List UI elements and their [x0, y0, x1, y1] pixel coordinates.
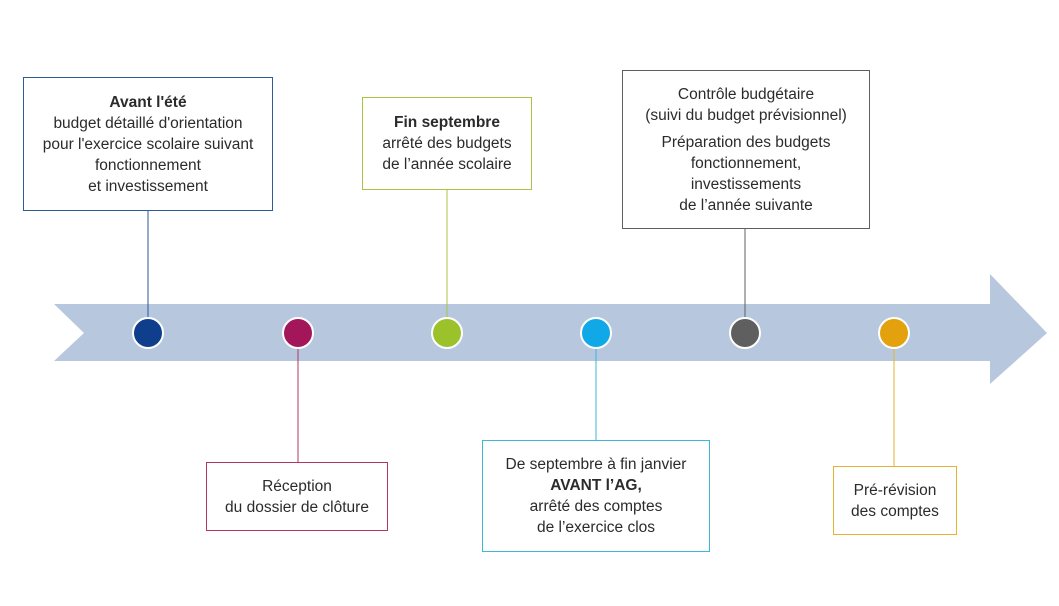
event-box-septembre-janvier: De septembre à fin janvier AVANT l’AG, a…: [482, 440, 710, 552]
event-line: arrêté des comptes: [529, 498, 663, 515]
event-line: fonctionnement,: [690, 154, 802, 172]
event-line: et investissement: [88, 177, 208, 195]
event-box-controle: Contrôle budgétaire (suivi du budget pré…: [622, 70, 870, 229]
event-title: AVANT l’AG,: [550, 477, 642, 494]
event-line: arrêté des budgets: [382, 135, 512, 152]
event-line: budget détaillé d'orientation: [53, 114, 243, 132]
event-line: pour l'exercice scolaire suivant: [42, 135, 254, 153]
event-line: du dossier de clôture: [225, 498, 369, 516]
event-line: fonctionnement: [95, 156, 201, 174]
event-box-avant-ete: Avant l'été budget détaillé d'orientatio…: [23, 77, 273, 211]
event-box-pre-revision: Pré-révision des comptes: [833, 466, 957, 535]
timeline-dot-6: [878, 317, 910, 349]
event-box-fin-septembre: Fin septembre arrêté des budgets de l’an…: [362, 97, 532, 190]
timeline-arrow: [54, 274, 1047, 384]
event-title: Avant l'été: [109, 93, 187, 111]
event-title: Fin septembre: [394, 114, 500, 131]
event-line: des comptes: [851, 502, 939, 520]
event-line: de l’année suivante: [679, 196, 813, 214]
timeline-dot-5: [729, 317, 761, 349]
event-line: de l’année scolaire: [382, 156, 512, 173]
event-line: Pré-révision: [853, 481, 937, 499]
event-line: Contrôle budgétaire: [677, 85, 815, 103]
event-line: De septembre à fin janvier: [505, 456, 687, 473]
event-line: Réception: [262, 477, 332, 495]
event-line: de l’exercice clos: [536, 519, 656, 536]
event-box-reception: Réception du dossier de clôture: [206, 462, 388, 531]
event-line: Préparation des budgets: [661, 133, 831, 151]
timeline-dot-1: [132, 317, 164, 349]
timeline-dot-3: [431, 317, 463, 349]
timeline-dot-4: [580, 317, 612, 349]
event-line: investissements: [690, 175, 802, 193]
timeline-dot-2: [282, 317, 314, 349]
event-line: (suivi du budget prévisionnel): [645, 106, 847, 124]
